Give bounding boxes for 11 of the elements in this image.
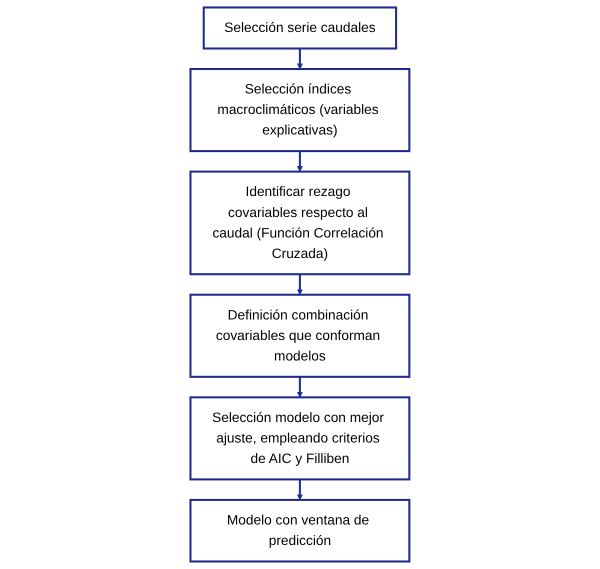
arrow [297,376,303,398]
node-box: Selección modelo con mejor ajuste, empleando criterios de AIC y Filliben [190,396,410,480]
node-box: Identificar rezago covariables respecto al caudal (Función Correlación Cruzada) [190,170,410,276]
arrow [297,48,303,70]
arrow [297,274,303,296]
node-box: Selección serie caudales [202,6,398,50]
node-box: Modelo con ventana de predicción [190,498,410,563]
node-box: Definición combinación covariables que conforman modelos [190,294,410,378]
arrow [297,479,303,500]
arrow [297,151,303,172]
node-box: Selección índices macroclimáticos (variables explicativas) [190,68,410,152]
